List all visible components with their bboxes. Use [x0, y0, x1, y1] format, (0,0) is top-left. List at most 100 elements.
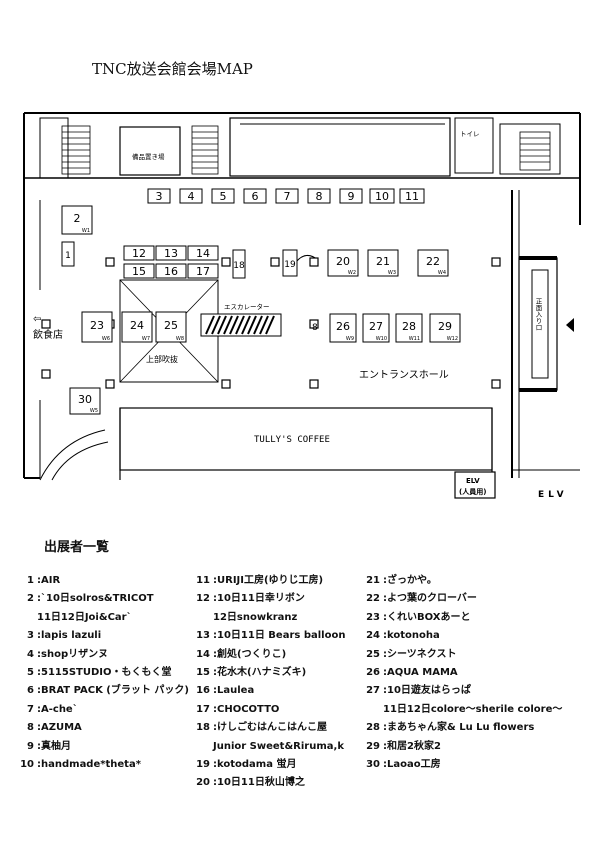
booth-number: 10	[375, 190, 389, 203]
booth-box	[187, 263, 219, 279]
booth-number: 13	[164, 247, 178, 260]
exhibitor-number: 26	[366, 667, 380, 679]
booth-box	[329, 313, 357, 343]
exhibitor-name: :10日遊友はらっぱ	[383, 685, 471, 697]
booth-box	[399, 188, 425, 204]
booth-14[interactable]: 14	[187, 245, 219, 261]
booth-box	[369, 188, 395, 204]
booth-number: 30	[78, 393, 92, 406]
booth-number: 19	[284, 260, 296, 270]
booth-number: 2	[74, 212, 81, 225]
exhibitor-number: 6	[27, 685, 34, 697]
booth-number: 23	[90, 319, 104, 332]
booth-16[interactable]: 16	[155, 263, 187, 279]
exhibitor-row: 20:10日11日秋山博之	[196, 774, 345, 792]
exhibitor-number: 2	[27, 593, 34, 605]
exhibitor-row: 19:kotodama 蛍月	[196, 756, 345, 774]
booth-12[interactable]: 12	[123, 245, 155, 261]
exhibitor-name: 11日12日Joi&Car`	[37, 611, 132, 623]
booth-5[interactable]: 5	[211, 188, 235, 204]
exhibitor-name: :CHOCOTTO	[213, 703, 280, 715]
booth-3[interactable]: 3	[147, 188, 171, 204]
exhibitor-row: 30:Laoao工房	[366, 756, 562, 774]
stray-booth-8-label: 8	[312, 323, 318, 333]
booth-7[interactable]: 7	[275, 188, 299, 204]
booth-wall-code: W1	[82, 228, 90, 234]
entrance-hall-label: エントランスホール	[359, 369, 449, 381]
exhibitor-row: 25:シーツネクスト	[366, 646, 562, 664]
booth-13[interactable]: 13	[155, 245, 187, 261]
booth-box	[243, 188, 267, 204]
exhibitor-name: Junior Sweet&Riruma,k	[213, 740, 344, 752]
exhibitor-row: 17:CHOCOTTO	[196, 701, 345, 719]
booth-6[interactable]: 6	[243, 188, 267, 204]
booth-number: 6	[252, 190, 259, 203]
booth-10[interactable]: 10	[369, 188, 395, 204]
booth-2[interactable]: 2W1	[61, 205, 93, 235]
exhibitor-name: :URIJI工房(ゆりじ工房)	[213, 575, 324, 586]
exhibitor-row: 2:`10日solros&TRICOT	[20, 590, 189, 608]
exhibitor-row: 11日12日colore～sherile colore～	[366, 701, 562, 719]
exhibitor-name: :シーツネクスト	[383, 648, 457, 660]
booth-wall-code: W9	[346, 336, 354, 342]
floor-map: 備品置き場 トイレ エスカレーター 上部吹抜 エントランスホール 飲食店 ⇦ T…	[23, 112, 581, 500]
exhibitor-row: 28:まあちゃん家& Lu Lu flowers	[366, 719, 562, 737]
exhibitor-name: :ざっかや。	[383, 575, 437, 586]
exhibitor-name: :よつ葉のクローバー	[383, 593, 477, 605]
exhibitor-name: :和居2秋家2	[383, 740, 441, 752]
booth-9[interactable]: 9	[339, 188, 363, 204]
booth-number: 24	[130, 319, 144, 332]
exhibitor-number: 10	[20, 759, 34, 771]
booth-15[interactable]: 15	[123, 263, 155, 279]
booth-number: 22	[426, 255, 440, 268]
exhibitor-name: :`10日solros&TRICOT	[37, 593, 154, 605]
booth-17[interactable]: 17	[187, 263, 219, 279]
exhibitor-number: 24	[366, 630, 380, 642]
exhibitor-number: 29	[366, 740, 380, 752]
exhibitor-row: 13:10日11日 Bears balloon	[196, 627, 345, 645]
escalator-label: エスカレーター	[224, 302, 270, 311]
booth-number: 27	[369, 320, 383, 333]
exhibitor-name: :kotonoha	[383, 630, 440, 642]
booth-wall-code: W2	[348, 270, 356, 276]
exhibitor-row: 4:shopリザンヌ	[20, 646, 189, 664]
booth-box	[282, 249, 298, 277]
booth-8[interactable]: 8	[307, 188, 331, 204]
exhibitor-name: 12日snowkranz	[213, 611, 298, 623]
booth-box	[187, 245, 219, 261]
cafe-label: TULLY'S COFFEE	[254, 435, 330, 445]
exhibitor-row: 18:けしごむはんこはんこ屋	[196, 719, 345, 737]
toilet-label: トイレ	[460, 130, 480, 138]
booth-number: 8	[316, 190, 323, 203]
booth-box	[147, 188, 171, 204]
booth-1[interactable]: 1	[61, 241, 75, 267]
entrance-arrow-icon	[566, 318, 574, 332]
booth-18[interactable]: 18	[232, 249, 246, 279]
booth-19[interactable]: 19	[282, 249, 298, 277]
exhibitor-number: 4	[27, 648, 34, 660]
exhibitor-number: 8	[27, 722, 34, 734]
exhibitor-name: 11日12日colore～sherile colore～	[383, 703, 563, 715]
booth-box	[155, 263, 187, 279]
exhibitor-row: 9:真柚月	[20, 738, 189, 756]
escalator	[200, 313, 282, 337]
exhibitor-name: :真柚月	[37, 740, 71, 752]
booth-number: 5	[220, 190, 227, 203]
booth-11[interactable]: 11	[399, 188, 425, 204]
booth-wall-code: W7	[142, 336, 150, 342]
booth-number: 1	[65, 251, 71, 261]
front-entrance-label: 正面入り口	[534, 298, 542, 331]
booth-4[interactable]: 4	[179, 188, 203, 204]
exhibitor-number: 9	[27, 740, 34, 752]
